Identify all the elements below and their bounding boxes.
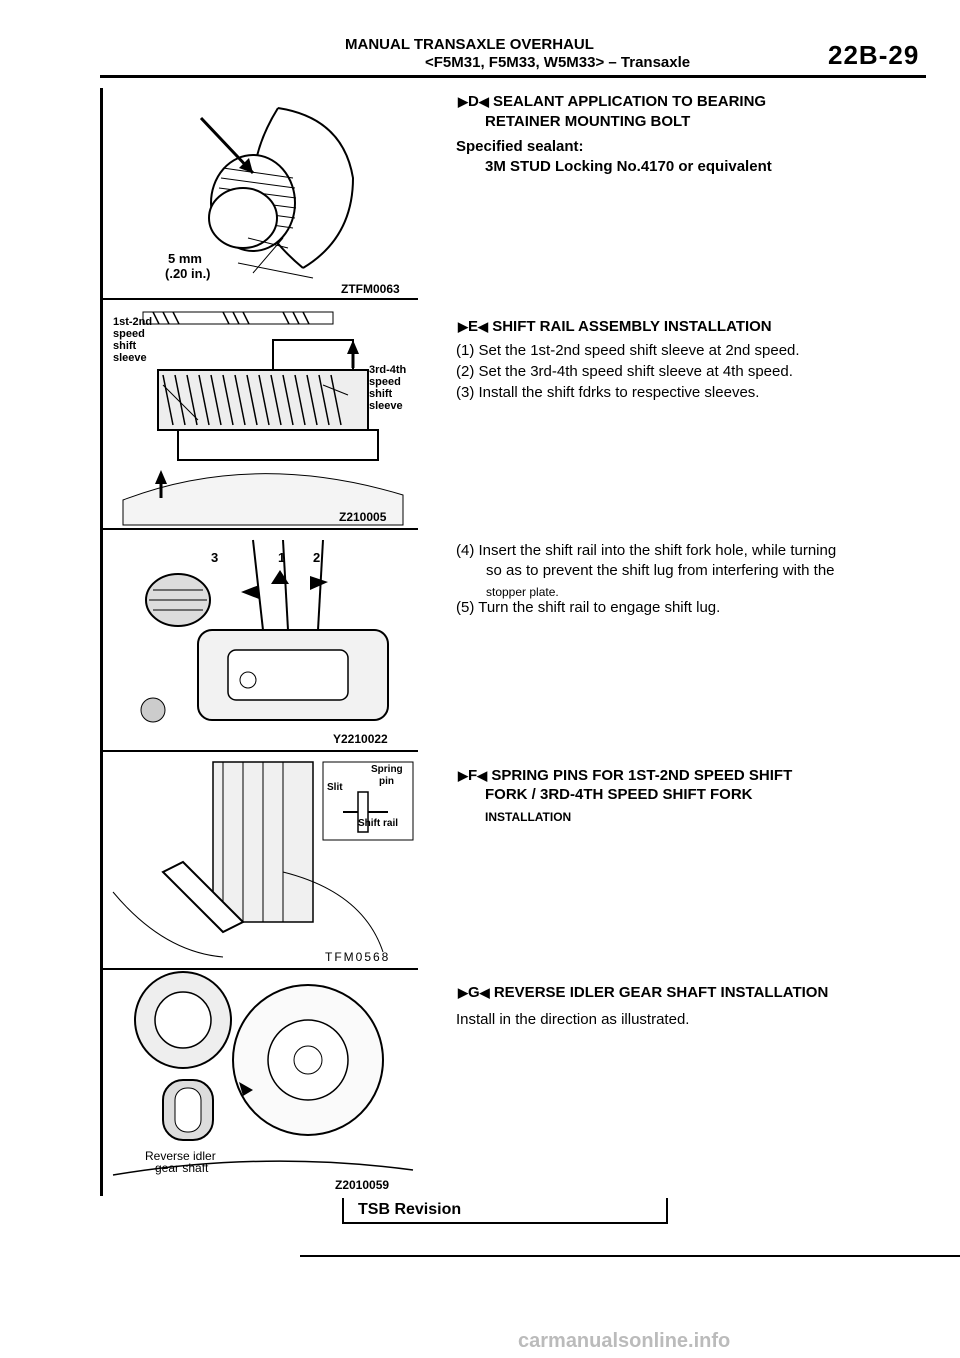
- label-gear-shaft: gear shaft: [155, 1161, 209, 1175]
- step-2: (2) Set the 3rd-4th speed shift sleeve a…: [456, 363, 793, 380]
- page-header-title: MANUAL TRANSAXLE OVERHAUL: [345, 36, 594, 53]
- watermark: carmanualsonline.info: [518, 1330, 731, 1352]
- figure-bolt-sealant: 5 mm (.20 in.) ZTFM0063: [103, 88, 418, 300]
- section-f-heading-line3: INSTALLATION: [485, 810, 572, 824]
- sealant-spec-value: 3M STUD Locking No.4170 or equivalent: [485, 158, 772, 175]
- figure-shift-rail: 3 1 2 Y2210022: [103, 530, 418, 752]
- figure-spring-pins: Spring pin Slit Shift rail TFM0568: [103, 752, 418, 970]
- step-4-cont2: stopper plate.: [486, 585, 559, 599]
- label-pin: pin: [379, 776, 394, 787]
- figure-id: Z2010059: [335, 1178, 390, 1192]
- callout-3: 3: [211, 550, 219, 565]
- label-3rd-4th: 3rd-4th: [369, 364, 407, 376]
- figure-id: ZTFM0063: [341, 282, 400, 296]
- step-3: (3) Install the shift fdrks to respectiv…: [456, 384, 760, 401]
- tsb-revision-label: TSB Revision: [358, 1201, 462, 1218]
- callout-1: 1: [278, 550, 286, 565]
- section-g-heading: ▶G◀ REVERSE IDLER GEAR SHAFT INSTALLATIO…: [458, 984, 829, 1001]
- label-sleeve-a: sleeve: [113, 352, 147, 364]
- tsb-revision-box: TSB Revision: [342, 1198, 668, 1224]
- section-f-heading-line2: FORK / 3RD-4TH SPEED SHIFT FORK: [485, 786, 753, 803]
- section-g-body: Install in the direction as illustrated.: [456, 1011, 690, 1028]
- page-header-subtitle: <F5M31, F5M33, W5M33> – Transaxle: [425, 54, 691, 71]
- step-4: (4) Insert the shift rail into the shift…: [456, 542, 837, 559]
- label-shift-b: shift: [369, 388, 393, 400]
- section-f-heading: ▶F◀ SPRING PINS FOR 1ST-2ND SPEED SHIFT: [458, 767, 793, 784]
- label-sleeve-b: sleeve: [369, 400, 403, 412]
- figure-shift-sleeves: 1st-2nd speed shift sleeve 3rd-4th speed…: [103, 300, 418, 530]
- footer-rule: [300, 1255, 960, 1257]
- label-shift-rail: Shift rail: [358, 818, 399, 829]
- figure-reverse-idler: Reverse idler gear shaft Z2010059: [103, 970, 418, 1196]
- label-speed-a: speed: [113, 328, 145, 340]
- figure-id: Y2210022: [333, 732, 388, 746]
- figure-label-5mm: 5 mm: [168, 251, 202, 266]
- label-reverse-idler: Reverse idler: [145, 1149, 216, 1163]
- section-d-heading: ▶D◀ SEALANT APPLICATION TO BEARING: [458, 93, 767, 110]
- page-number: 22B-29: [828, 40, 920, 70]
- sealant-spec-label: Specified sealant:: [456, 138, 584, 155]
- figure-id: TFM0568: [325, 950, 391, 964]
- callout-2: 2: [313, 550, 321, 565]
- section-d-heading-line2: RETAINER MOUNTING BOLT: [485, 113, 691, 130]
- step-4-cont: so as to prevent the shift lug from inte…: [486, 562, 835, 579]
- step-5: (5) Turn the shift rail to engage shift …: [456, 599, 721, 616]
- label-1st-2nd: 1st-2nd: [113, 316, 153, 328]
- label-slit: Slit: [327, 782, 343, 793]
- label-spring: Spring: [371, 764, 403, 775]
- figure-label-inches: (.20 in.): [165, 266, 211, 281]
- header-rule: [100, 75, 926, 78]
- section-e-heading: ▶E◀ SHIFT RAIL ASSEMBLY INSTALLATION: [458, 318, 772, 335]
- step-1: (1) Set the 1st-2nd speed shift sleeve a…: [456, 342, 800, 359]
- figure-column: 5 mm (.20 in.) ZTFM0063: [100, 88, 421, 1196]
- figure-id: Z210005: [339, 510, 387, 524]
- label-speed-b: speed: [369, 376, 401, 388]
- label-shift-a: shift: [113, 340, 137, 352]
